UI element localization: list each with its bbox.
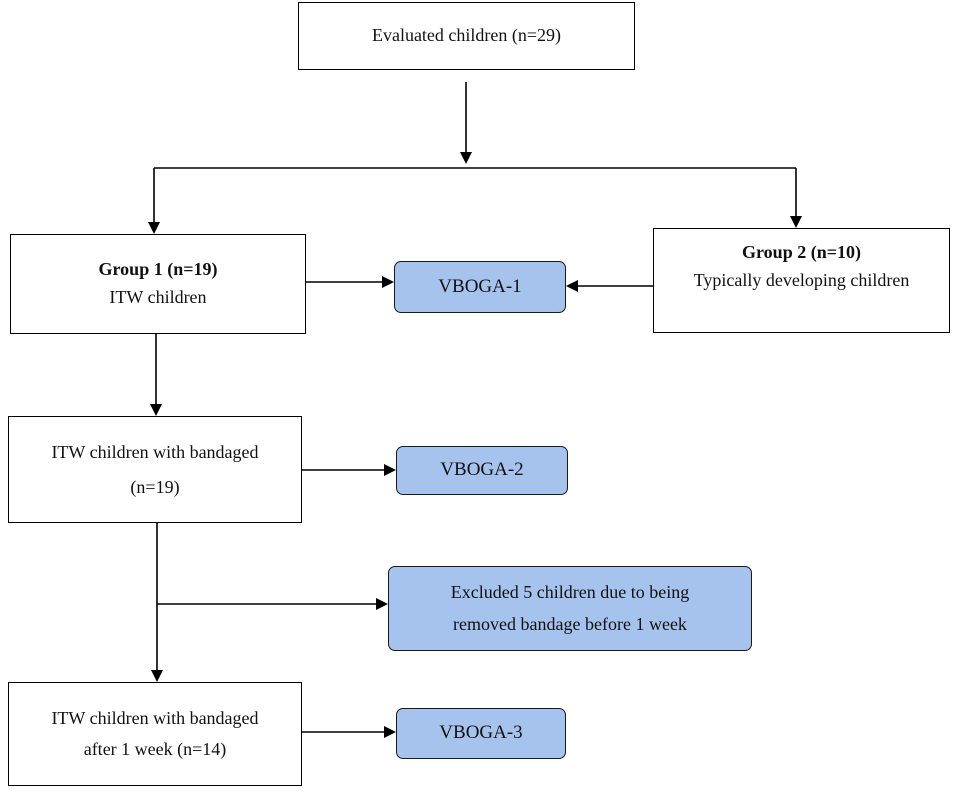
bandaged-week-box: ITW children with bandaged after 1 week …: [8, 682, 302, 786]
bandaged-week-line2: after 1 week (n=14): [83, 739, 227, 759]
group2-title: Group 2 (n=10): [742, 242, 861, 262]
arrowhead-vboga1-right: [566, 280, 578, 292]
vboga3-label: VBOGA-3: [439, 722, 523, 744]
vboga1-box: VBOGA-1: [394, 261, 566, 313]
arrowhead-group1: [148, 222, 160, 234]
group1-subtitle: ITW children: [109, 287, 207, 307]
bandaged-line2: (n=19): [130, 476, 180, 497]
bandaged-line1: ITW children with bandaged: [51, 442, 259, 463]
arrowhead-evaluated-down: [460, 152, 472, 164]
vboga3-box: VBOGA-3: [396, 708, 566, 759]
vboga1-label: VBOGA-1: [438, 275, 522, 297]
group1-box: Group 1 (n=19) ITW children: [10, 234, 306, 334]
group1-title: Group 1 (n=19): [98, 259, 218, 280]
bandaged-box: ITW children with bandaged (n=19): [8, 416, 302, 523]
bandaged-week-line1: ITW children with bandaged: [51, 707, 259, 728]
arrowhead-vboga1-left: [382, 276, 394, 288]
arrowhead-excluded: [376, 598, 388, 610]
excluded-line1: Excluded 5 children due to being: [450, 582, 690, 602]
excluded-line2: removed bandage before 1 week: [453, 613, 687, 634]
arrowhead-bandaged: [150, 404, 162, 416]
vboga2-label: VBOGA-2: [440, 459, 524, 481]
excluded-box: Excluded 5 children due to being removed…: [388, 566, 752, 651]
evaluated-children-box: Evaluated children (n=29): [298, 2, 635, 70]
arrowhead-vboga2: [384, 464, 396, 476]
group2-subtitle: Typically developing children: [693, 269, 910, 290]
group2-box: Group 2 (n=10) Typically developing chil…: [653, 228, 950, 333]
evaluated-children-label: Evaluated children (n=29): [371, 25, 562, 46]
arrowhead-vboga3: [384, 726, 396, 738]
arrowhead-group2: [790, 216, 802, 228]
arrowhead-bandaged-week: [151, 670, 163, 682]
vboga2-box: VBOGA-2: [396, 446, 568, 495]
